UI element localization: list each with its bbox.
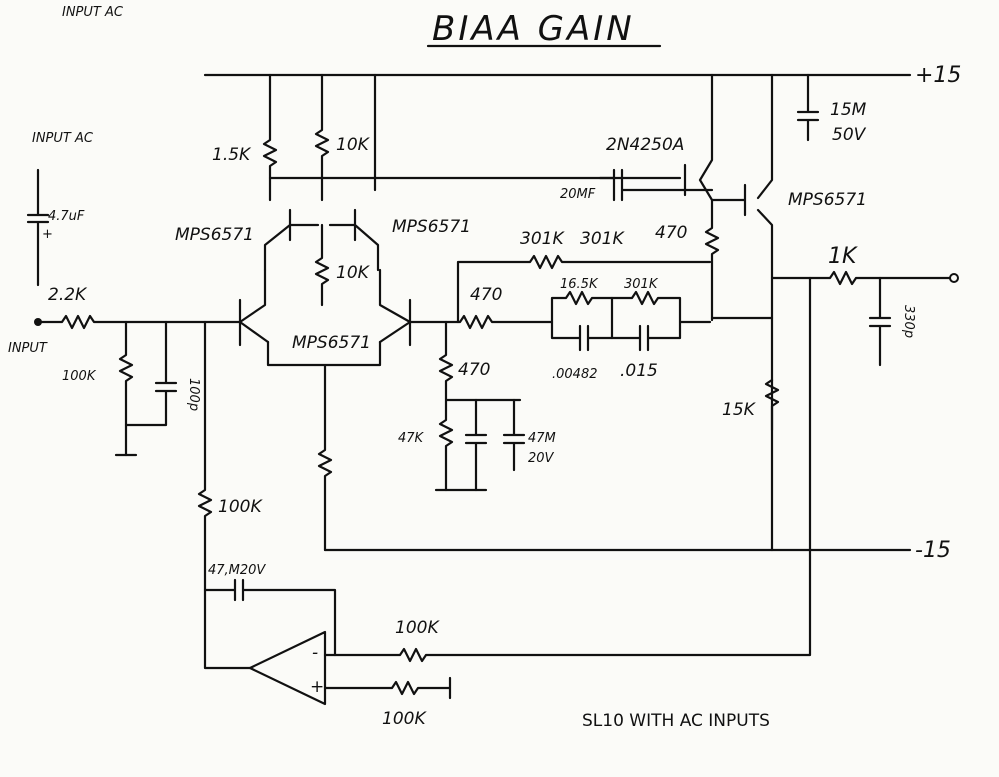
transistor-left [238, 268, 270, 347]
resistor-10k-mid-value: 10K [336, 263, 371, 283]
resistor-470-a-value: 470 [470, 285, 502, 305]
output-terminal [949, 273, 959, 283]
positive-rail-label: +15 [915, 63, 961, 88]
cap-20mf-value: 20MF [560, 187, 596, 202]
resistor-100k-op-in-value: 100K [395, 618, 440, 638]
cap-47m-fb-value: 47,M20V [208, 563, 266, 578]
mirror-right-label: MPS6571 [392, 217, 471, 237]
resistor-301k-a [456, 254, 712, 324]
tail-resistor [266, 340, 382, 552]
mirror-left-label: MPS6571 [175, 225, 254, 245]
cap-00482-value: .00482 [552, 367, 598, 382]
cap-15m-value: 15M [830, 100, 867, 120]
cap-100p [124, 320, 178, 427]
cap-47m-voltage: 20V [528, 451, 555, 466]
cap-47m-fb [203, 578, 337, 657]
op-amp [248, 630, 327, 706]
resistor-47k-value: 47K [398, 431, 425, 446]
schematic-title: BIAA GAIN [432, 9, 635, 49]
resistor-16-5k-value: 16.5K [560, 277, 599, 292]
cap-330p-value: 330p [901, 305, 916, 338]
resistor-1k [770, 270, 952, 286]
input-cap-plus: + [42, 227, 53, 242]
input-terminal [34, 318, 42, 326]
cap-15m-voltage: 50V [832, 125, 867, 145]
input-ac-note: INPUT AC [32, 131, 94, 146]
cap-015-value: .015 [620, 361, 658, 381]
resistor-100k-fb [197, 320, 252, 670]
rc-network-2 [610, 290, 712, 352]
resistor-100k-in-value: 100K [62, 369, 97, 384]
op-amp-plus: + [310, 677, 324, 697]
resistor-470-b-value: 470 [458, 360, 490, 380]
resistor-15k [764, 378, 780, 432]
rc-network-1 [550, 290, 614, 352]
resistor-15k-value: 15K [722, 400, 757, 420]
resistor-100k-op-in [323, 276, 812, 663]
transistor-right [378, 268, 412, 347]
cap-100p-value: 100p [186, 378, 201, 411]
input-resistor-value: 2.2K [48, 285, 88, 305]
resistor-470-b-47k [438, 320, 522, 492]
op-amp-minus: - [312, 643, 318, 663]
output-transistor [710, 73, 774, 552]
resistor-470-c-value: 470 [655, 223, 687, 243]
top-left-note: INPUT AC [62, 5, 124, 20]
input-coupling-cap [26, 168, 50, 287]
input-cap-value: 4.7uF [48, 209, 85, 224]
caption: SL10 WITH AC INPUTS [582, 711, 770, 731]
resistor-1-5k-value: 1.5K [212, 145, 252, 165]
mirror-transistors [263, 208, 380, 272]
cap-47m [464, 398, 526, 492]
input-resistor [40, 314, 242, 330]
negative-rail-label: -15 [915, 538, 951, 563]
resistor-301k-c-value: 301K [624, 277, 659, 292]
driver-transistor-label: 2N4250A [606, 135, 684, 155]
resistor-100k-in [118, 320, 134, 457]
resistor-10k-top-value: 10K [336, 135, 371, 155]
resistor-100k-fb-value: 100K [218, 497, 263, 517]
input-label: INPUT [8, 341, 48, 356]
resistor-301k-a-value: 301K [520, 229, 565, 249]
resistor-10k-mid [314, 223, 330, 307]
resistor-1k-value: 1K [828, 244, 858, 269]
resistor-100k-op-gnd [323, 676, 452, 700]
cap-47m-value: 47M [528, 431, 556, 446]
resistor-1-5k [262, 73, 278, 202]
resistor-10k-top [314, 73, 330, 202]
cap-15m [796, 73, 820, 142]
diff-pair-label: MPS6571 [292, 333, 371, 353]
output-transistor-label: MPS6571 [788, 190, 867, 210]
cap-330p [868, 276, 892, 367]
driver-transistor-470 [683, 73, 720, 322]
resistor-100k-op-gnd-value: 100K [382, 709, 427, 729]
cap-20mf [598, 168, 714, 202]
resistor-470-a [408, 314, 554, 330]
resistor-301k-b-value: 301K [580, 229, 625, 249]
